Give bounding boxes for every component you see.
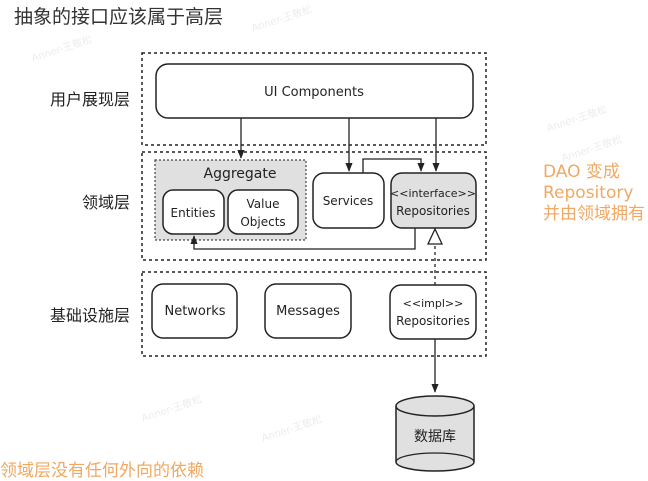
slide-title: 抽象的接口应该属于高层: [14, 6, 224, 28]
database-label: 数据库: [414, 429, 456, 445]
impl-repositories-label-line2: Repositories: [396, 314, 470, 328]
services-box: [312, 172, 385, 229]
aggregate-title: Aggregate: [204, 166, 277, 182]
database-icon: [395, 395, 475, 472]
layer-label-infrastructure: 基础设施层: [49, 306, 130, 325]
note-right-line2: Repository: [543, 183, 634, 203]
layer-label-presentation: 用户展现层: [49, 90, 130, 109]
infrastructure-layer-boundary: [141, 271, 487, 357]
value-objects-label-line2: Objects: [240, 215, 285, 229]
layer-label-domain: 领域层: [81, 193, 130, 212]
presentation-layer-boundary: [141, 52, 487, 146]
networks-box: [151, 283, 238, 339]
arrow-repositories-to-entities: [190, 228, 416, 250]
messages-label: Messages: [276, 304, 340, 319]
messages-box: [264, 283, 352, 339]
arrow-services-to-repositories: [362, 158, 425, 173]
interface-repositories-box: [390, 172, 477, 229]
ui-components-label: UI Components: [264, 85, 364, 100]
services-label: Services: [323, 194, 374, 208]
networks-label: Networks: [164, 304, 225, 319]
impl-repositories-box: [389, 284, 477, 340]
note-right-line1: DAO 变成: [543, 162, 620, 182]
realization-triangle-icon: [426, 227, 444, 245]
note-dao-to-repository: DAO 变成 Repository 并由领域拥有: [543, 162, 645, 225]
ui-components-box: [155, 63, 474, 119]
domain-layer-boundary: [141, 151, 487, 261]
note-right-line3: 并由领域拥有: [543, 204, 645, 224]
interface-repositories-label-line1: <<interface>>: [390, 187, 476, 200]
entities-label: Entities: [171, 206, 216, 220]
note-domain-no-outward-deps: 领域层没有任何外向的依赖: [0, 461, 204, 481]
value-objects-label-line1: Value: [247, 197, 280, 211]
entities-box: [162, 189, 225, 235]
interface-repositories-label-line2: Repositories: [396, 204, 470, 218]
value-objects-box: [227, 189, 299, 235]
impl-repositories-label-line1: <<impl>>: [403, 297, 464, 310]
